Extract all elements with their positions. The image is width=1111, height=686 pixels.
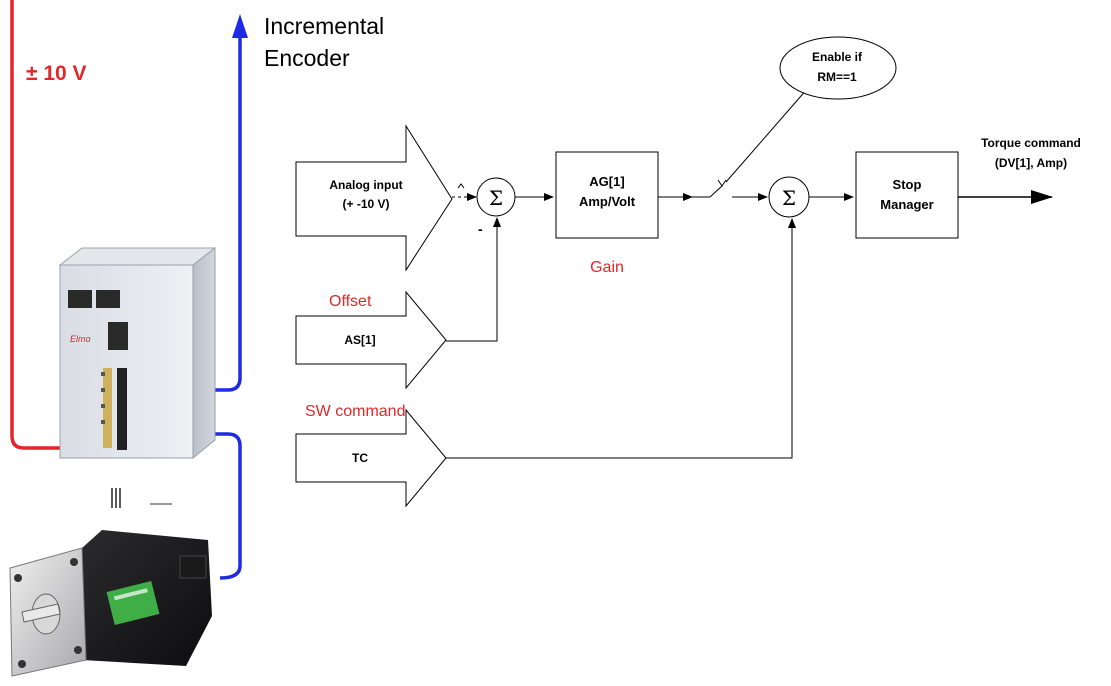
summing-junction-2-symbol: Σ bbox=[782, 186, 796, 210]
gain-caption: Gain bbox=[590, 259, 624, 276]
tick-mark bbox=[457, 183, 465, 189]
offset-block bbox=[295, 290, 447, 390]
enable-condition-line1: Enable if bbox=[812, 50, 863, 64]
analog-input-label-line1: Analog input bbox=[329, 178, 402, 192]
voltage-label: ± 10 V bbox=[26, 62, 87, 85]
torque-command-label-line1: Torque command bbox=[981, 136, 1081, 150]
stop-manager-label-line1: Stop bbox=[893, 177, 922, 192]
stop-manager-block bbox=[855, 151, 959, 239]
drive-brand-label: Elmo bbox=[70, 334, 91, 344]
offset-signal-line bbox=[446, 217, 501, 342]
sw-command-block-label: TC bbox=[352, 451, 368, 465]
gain-block-label-line1: AG[1] bbox=[589, 174, 624, 189]
stop-manager-label-line2: Manager bbox=[880, 197, 933, 212]
encoder-label-line1: Incremental bbox=[264, 13, 384, 39]
encoder-label-line2: Encoder bbox=[264, 45, 350, 71]
analog-input-block bbox=[295, 124, 453, 272]
gain-block-label-line2: Amp/Volt bbox=[579, 194, 636, 209]
analog-input-label-line2: (+ -10 V) bbox=[342, 197, 389, 211]
summing-junction-1-symbol: Σ bbox=[489, 186, 503, 210]
encoder-wire-out bbox=[120, 14, 248, 392]
offset-caption: Offset bbox=[329, 293, 372, 310]
switch-blade bbox=[709, 185, 723, 198]
gain-block bbox=[555, 151, 659, 239]
enable-condition-pointer bbox=[725, 87, 809, 183]
switch-contact bbox=[717, 179, 727, 187]
servo-drive-icon: Elmo bbox=[58, 246, 217, 508]
sw-command-caption: SW command bbox=[305, 403, 405, 420]
servo-motor-icon bbox=[9, 530, 212, 677]
enable-condition-bubble bbox=[779, 36, 897, 100]
offset-block-label: AS[1] bbox=[344, 333, 375, 347]
sw-command-block bbox=[295, 408, 447, 508]
enable-condition-line2: RM==1 bbox=[817, 70, 857, 84]
minus-sign: - bbox=[478, 221, 483, 237]
torque-command-label-line2: (DV[1], Amp) bbox=[995, 156, 1067, 170]
sw-command-signal-line bbox=[446, 218, 796, 459]
